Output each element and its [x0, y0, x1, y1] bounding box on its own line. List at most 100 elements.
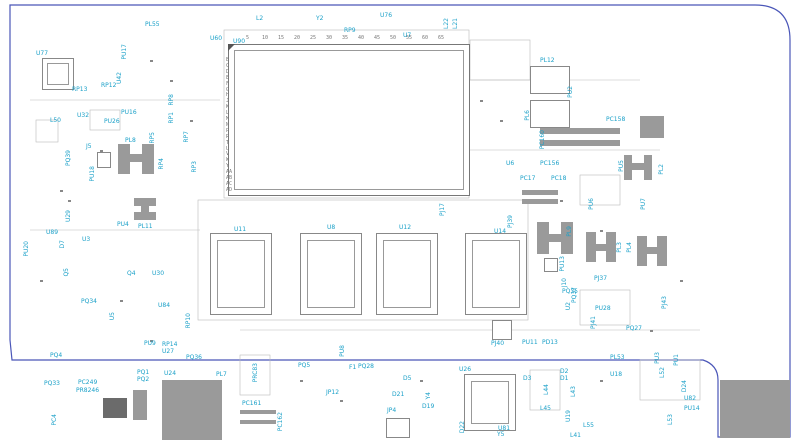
inductor-pl11-bar — [141, 198, 149, 220]
cpu-left-pin-label: V — [226, 151, 230, 158]
label-pu2: PU2 — [567, 86, 574, 98]
bar-pc17 — [522, 190, 558, 195]
label-jp4: JP4 — [387, 407, 397, 414]
label-pj39: PJ39 — [507, 215, 514, 229]
label-pq28: PQ28 — [358, 363, 374, 370]
label-u5: U5 — [109, 312, 116, 321]
label-u84: U84 — [158, 302, 171, 309]
label-u42: U42 — [116, 72, 123, 85]
capacitor-pc249 — [103, 398, 127, 418]
label-pj40: PJ40 — [491, 340, 505, 347]
cpu-top-pin-label: 55 — [406, 35, 413, 41]
cpu-top-pin-label: 10 — [262, 35, 269, 41]
cpu-bga-package — [228, 44, 470, 196]
label-pc162: PC162 — [277, 412, 284, 432]
label-u8: U8 — [327, 224, 336, 231]
label-u77: U77 — [36, 50, 49, 57]
label-pu7: PU7 — [640, 198, 647, 210]
label-u7: U7 — [403, 32, 412, 39]
label-pq37: PQ37 — [571, 287, 578, 303]
cpu-left-pin-label: AB — [226, 175, 233, 181]
label-prc83: PRC83 — [252, 363, 259, 383]
label-pl55: PL55 — [145, 21, 160, 28]
label-pj37: PJ37 — [594, 275, 608, 282]
label-u27: U27 — [162, 348, 175, 355]
label-pc4: PC4 — [51, 414, 58, 426]
label-pl11: PL11 — [138, 223, 153, 230]
capacitor-pc158 — [640, 116, 664, 138]
chip-u77 — [42, 58, 74, 90]
cpu-left-pin-label: L — [226, 110, 230, 117]
label-pl3: PL3 — [616, 242, 623, 253]
label-d22: D22 — [459, 421, 466, 434]
label-pq33: PQ33 — [44, 380, 60, 387]
label-pu8: PU8 — [339, 345, 346, 357]
pad-pc249-side — [133, 390, 147, 420]
cpu-left-pin-label: N — [226, 121, 230, 128]
label-rp10: RP10 — [185, 313, 192, 329]
cpu-left-pin-label: W — [226, 157, 230, 164]
label-pu20: PU20 — [23, 241, 30, 257]
label-pu6: PU6 — [588, 198, 595, 210]
chip-pu13 — [544, 258, 558, 272]
label-u81: U81 — [498, 425, 511, 432]
memory-chip-u14 — [465, 233, 527, 315]
bar-pc160b — [540, 140, 620, 146]
label-u12: U12 — [399, 224, 412, 231]
label-u29: U29 — [65, 210, 72, 223]
label-pu17: PU17 — [121, 44, 128, 60]
label-rp12: RP12 — [101, 82, 117, 89]
label-y4: Y4 — [425, 392, 432, 400]
label-pd13: PD13 — [542, 339, 558, 346]
label-rp1: RP1 — [168, 112, 175, 124]
inductor-pl2-bar — [624, 163, 652, 170]
label-d3: D3 — [523, 375, 532, 382]
label-pu1: PU1 — [673, 354, 680, 366]
label-d1: D1 — [560, 375, 569, 382]
label-pq36: PQ36 — [186, 354, 202, 361]
cpu-left-pin-label: R — [226, 133, 230, 140]
cpu-left-pin-label: G — [226, 86, 230, 93]
label-d21: D21 — [392, 391, 405, 398]
label-u30: U30 — [152, 270, 165, 277]
label-u90: U90 — [233, 38, 246, 45]
label-pl2: PL2 — [658, 164, 665, 175]
label-rp4: RP4 — [158, 158, 165, 170]
inductor-pl3-bar — [586, 244, 616, 251]
label-d24: D24 — [681, 380, 688, 393]
label-j5: J5 — [86, 143, 92, 150]
board-outline — [9, 4, 791, 438]
label-pl8: PL8 — [125, 137, 136, 144]
bar-pc160 — [540, 128, 620, 134]
label-y5: Y5 — [497, 431, 505, 438]
label-rp14: RP14 — [162, 341, 178, 348]
label-l55: L55 — [583, 422, 594, 429]
label-jp12: JP12 — [326, 389, 340, 396]
cpu-top-pin-label: 30 — [326, 35, 333, 41]
label-pl53: PL53 — [610, 354, 625, 361]
label-rp13: RP13 — [72, 86, 88, 93]
label-pq2: PQ2 — [137, 376, 150, 383]
cpu-left-pin-label: H — [226, 92, 230, 99]
label-pj41: PJ41 — [590, 316, 597, 330]
label-pc17: PC17 — [520, 175, 536, 182]
cpu-top-pin-label: 20 — [294, 35, 301, 41]
chip-jp4 — [386, 418, 410, 438]
label-pj43: PJ43 — [661, 296, 668, 310]
label-pl7: PL7 — [216, 371, 227, 378]
cpu-left-pin-label: M — [226, 116, 230, 122]
label-u19: U19 — [565, 410, 572, 423]
label-d19: D19 — [422, 403, 435, 410]
label-l50: L50 — [50, 117, 61, 124]
label-pu18: PU18 — [89, 166, 96, 182]
label-u2: U2 — [565, 302, 572, 311]
label-pu11: PU11 — [522, 339, 538, 346]
label-pq39: PQ39 — [65, 150, 72, 166]
label-pl4: PL4 — [626, 242, 633, 253]
chip-pu18 — [97, 152, 111, 168]
label-pu9: PU9 — [144, 340, 156, 347]
label-l44: L44 — [543, 384, 550, 395]
label-u26: U26 — [459, 366, 472, 373]
label-u18: U18 — [610, 371, 623, 378]
cpu-top-pin-label: 50 — [390, 35, 397, 41]
